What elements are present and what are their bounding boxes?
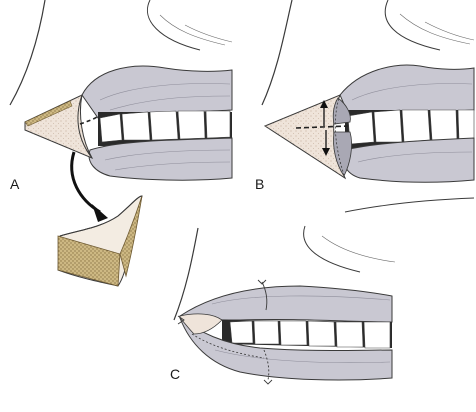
panel-c [173, 225, 396, 385]
suture-lower-c [263, 349, 270, 381]
lower-lip-b [342, 137, 475, 183]
lower-lip-a [88, 137, 233, 181]
suture-upper-c [261, 281, 268, 311]
chin-line-b [344, 197, 475, 213]
upper-lip-a [81, 65, 233, 119]
lower-lip-c [178, 316, 393, 381]
suture-row-c [191, 333, 265, 359]
advance-line-b [295, 125, 349, 129]
face-outline-c [173, 227, 199, 321]
upper-lip-c [178, 285, 393, 323]
incision-line-a [79, 115, 99, 125]
skin-edge-a [24, 100, 73, 127]
face-outline-b [261, 0, 293, 106]
mucosal-flap-lower [333, 131, 352, 177]
panel-label-c: C [170, 366, 181, 382]
nose-outline-c [303, 225, 361, 273]
panel-label-a: A [10, 176, 20, 192]
panel-b [261, 0, 475, 213]
nose-outline-a [147, 0, 201, 51]
suture-line-b [334, 94, 346, 179]
panel-label-b: B [255, 176, 265, 192]
face-outline-a [9, 0, 46, 106]
commissure-c [179, 313, 223, 335]
teeth-c [222, 320, 392, 349]
teeth-a [98, 110, 232, 146]
nose-outline-b [384, 0, 441, 51]
transfer-arrowhead [92, 204, 108, 222]
panel-a [9, 0, 233, 287]
excised-graft [57, 195, 143, 287]
